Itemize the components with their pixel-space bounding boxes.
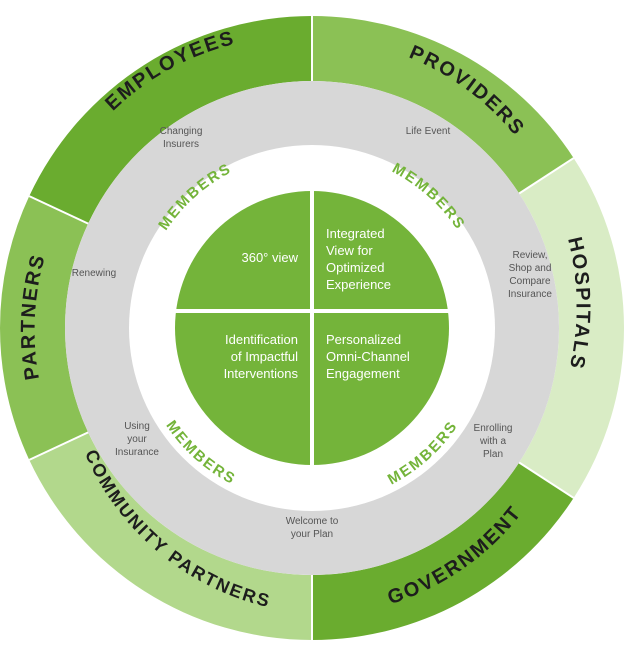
- text-line: Integrated: [326, 226, 385, 241]
- text-line: Experience: [326, 277, 391, 292]
- segment-partners: [0, 196, 89, 460]
- segment-divider: [28, 195, 89, 225]
- text-line: Insurers: [163, 139, 199, 150]
- text-line: Identification: [225, 332, 298, 347]
- segment-divider: [28, 431, 89, 461]
- stage-life-event: Life Event: [406, 126, 451, 137]
- text-line: your Plan: [291, 529, 333, 540]
- stage-renewing: Renewing: [72, 268, 116, 279]
- text-line: Compare: [509, 276, 551, 287]
- text-line: Optimized: [326, 260, 385, 275]
- text-line: Plan: [483, 449, 503, 460]
- text-line: Renewing: [72, 268, 116, 279]
- text-line: Review,: [512, 250, 547, 261]
- text-line: View for: [326, 243, 373, 258]
- text-line: with a: [479, 436, 507, 447]
- segment-divider: [518, 461, 575, 499]
- text-line: Changing: [160, 126, 203, 137]
- stage-enrolling: Enrolling with a Plan: [474, 423, 513, 460]
- text-line: Engagement: [326, 366, 400, 381]
- text-line: 360° view: [241, 250, 298, 265]
- text-line: of Impactful: [231, 349, 298, 364]
- segment-hospitals: [519, 158, 624, 498]
- segment-divider: [518, 157, 575, 195]
- segment-providers: [312, 16, 574, 194]
- text-line: Life Event: [406, 126, 451, 137]
- text-line: Using: [124, 421, 150, 432]
- text-line: Insurance: [115, 447, 159, 458]
- stage-welcome: Welcome to your Plan: [286, 516, 339, 540]
- text-line: Personalized: [326, 332, 401, 347]
- text-line: Enrolling: [474, 423, 513, 434]
- segment-community-partners: [29, 432, 313, 640]
- text-line: Welcome to: [286, 516, 339, 527]
- core-360-view: 360° view: [241, 250, 298, 265]
- text-line: Insurance: [508, 289, 552, 300]
- text-line: your: [127, 434, 147, 445]
- text-line: Interventions: [224, 366, 299, 381]
- text-line: Omni-Channel: [326, 349, 410, 364]
- segment-employees: [29, 16, 313, 224]
- segment-government: [312, 462, 574, 640]
- text-line: Shop and: [509, 263, 552, 274]
